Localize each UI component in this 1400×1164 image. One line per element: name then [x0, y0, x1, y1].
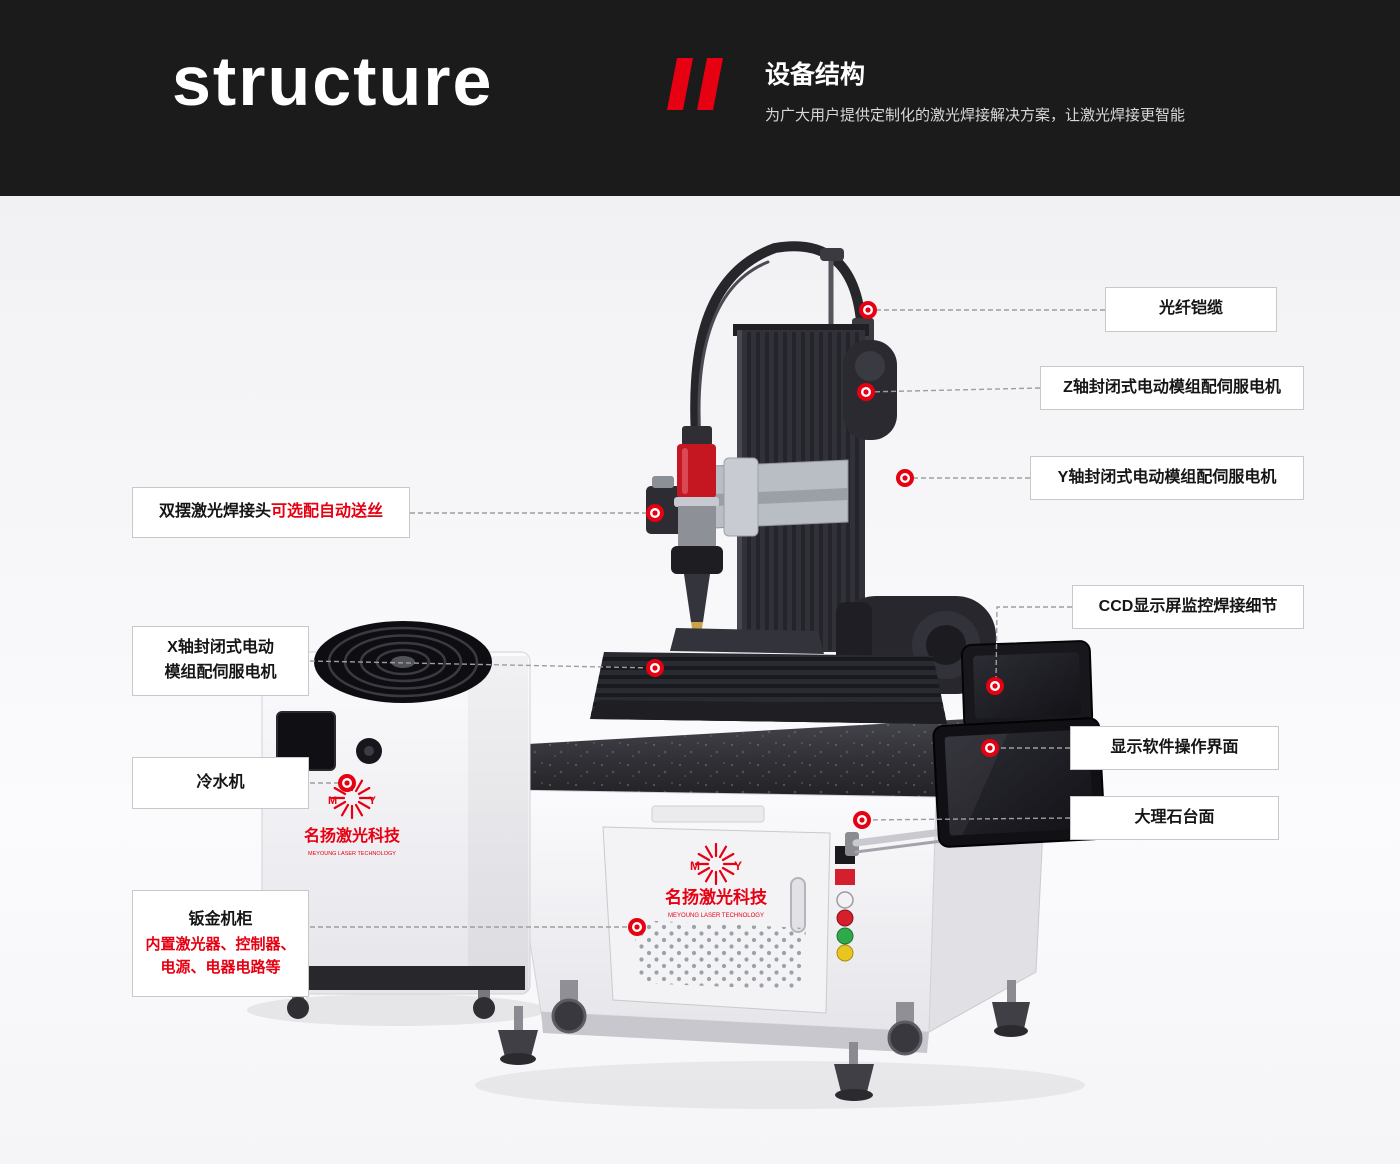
leader-x-axis	[309, 660, 656, 669]
brand-name-en: MEYOUNG LASER TECHNOLOGY	[308, 851, 396, 857]
leader-z-axis	[865, 387, 1041, 393]
callout-software-label: 显示软件操作界面	[1110, 738, 1239, 756]
vent-holes	[634, 920, 806, 990]
callout-y-axis-label: Y轴封闭式电动模组配伺服电机	[1057, 468, 1277, 486]
callout-marble-label: 大理石台面	[1134, 808, 1215, 826]
welding-head	[646, 426, 849, 648]
callout-cabinet-highlight-line1: 内置激光器、控制器、	[145, 935, 296, 953]
section-subtitle: 为广大用户提供定制化的激光焊接解决方案，让激光焊接更智能	[765, 107, 1186, 124]
callout-chiller: 冷水机	[132, 757, 309, 809]
callout-cabinet: 钣金机柜 内置激光器、控制器、 电源、电器电路等	[132, 890, 309, 997]
x-axis-stage	[590, 628, 947, 724]
callout-z-axis: Z轴封闭式电动模组配伺服电机	[1040, 366, 1304, 410]
door-handle	[790, 877, 806, 933]
callout-x-axis-line2: 模组配伺服电机	[164, 664, 277, 681]
marker-dot-fiber-cable	[859, 301, 877, 319]
leader-lines	[309, 309, 1105, 928]
control-buttons	[835, 846, 855, 962]
leader-ccd	[995, 606, 1072, 683]
section-title-en: structure	[172, 42, 494, 120]
callout-chiller-label: 冷水机	[196, 773, 245, 791]
chiller-fan	[314, 621, 492, 703]
callout-z-axis-label: Z轴封闭式电动模组配伺服电机	[1063, 378, 1281, 396]
chiller-casters	[287, 990, 495, 1019]
marker-dot-chiller	[338, 774, 356, 792]
marker-dot-ccd	[986, 677, 1004, 695]
header: structure 设备结构 为广大用户提供定制化的激光焊接解决方案，让激光焊接…	[0, 0, 1400, 196]
callout-weld-head: 双摆激光焊接头可选配自动送丝	[132, 487, 410, 538]
callout-software: 显示软件操作界面	[1070, 726, 1279, 770]
quote-icon	[667, 58, 723, 110]
marker-dot-x-axis	[646, 659, 664, 677]
callout-weld-head-label: 双摆激光焊接头可选配自动送丝	[159, 500, 383, 525]
brand-name-en: MEYOUNG LASER TECHNOLOGY	[668, 913, 764, 919]
callout-x-axis: X轴封闭式电动 模组配伺服电机	[132, 626, 309, 696]
shadows	[247, 994, 1085, 1109]
marker-dot-y-axis	[896, 469, 914, 487]
software-monitor	[932, 717, 1106, 848]
marker-dot-z-axis	[857, 383, 875, 401]
leader-marble	[861, 817, 1071, 821]
section-title-cn: 设备结构	[765, 61, 866, 89]
callout-weld-head-label-highlight: 可选配自动送丝	[271, 503, 384, 521]
callout-fiber-cable-label: 光纤铠缆	[1158, 300, 1223, 318]
marker-dots	[338, 301, 1004, 936]
callout-fiber-cable: 光纤铠缆	[1105, 287, 1277, 332]
brand-logo-chiller: MY 名扬激光科技 MEYOUNG LASER TECHNOLOGY	[304, 776, 401, 857]
marker-dot-software	[981, 739, 999, 757]
marker-dot-cabinet	[628, 918, 646, 936]
callout-cabinet-highlight-line2: 电源、电器电路等	[160, 958, 281, 976]
callout-weld-head-label-main: 双摆激光焊接头	[158, 503, 271, 521]
machine-feet	[498, 980, 1030, 1101]
brand-name-cn: 名扬激光科技	[665, 887, 768, 907]
marker-dot-weld-head	[646, 504, 664, 522]
water-chiller: MY 名扬激光科技 MEYOUNG LASER TECHNOLOGY	[261, 621, 531, 1019]
callout-marble: 大理石台面	[1070, 796, 1279, 840]
ccd-monitor	[960, 640, 1094, 731]
marker-dot-marble	[853, 811, 871, 829]
callout-ccd-label: CCD显示屏监控焊接细节	[1098, 597, 1278, 615]
callout-cabinet-label-main: 钣金机柜	[188, 910, 253, 928]
callout-x-axis-line1: X轴封闭式电动	[167, 639, 274, 657]
callout-ccd: CCD显示屏监控焊接细节	[1072, 585, 1304, 629]
callout-y-axis: Y轴封闭式电动模组配伺服电机	[1030, 456, 1304, 500]
brand-name-cn: 名扬激光科技	[304, 826, 401, 845]
